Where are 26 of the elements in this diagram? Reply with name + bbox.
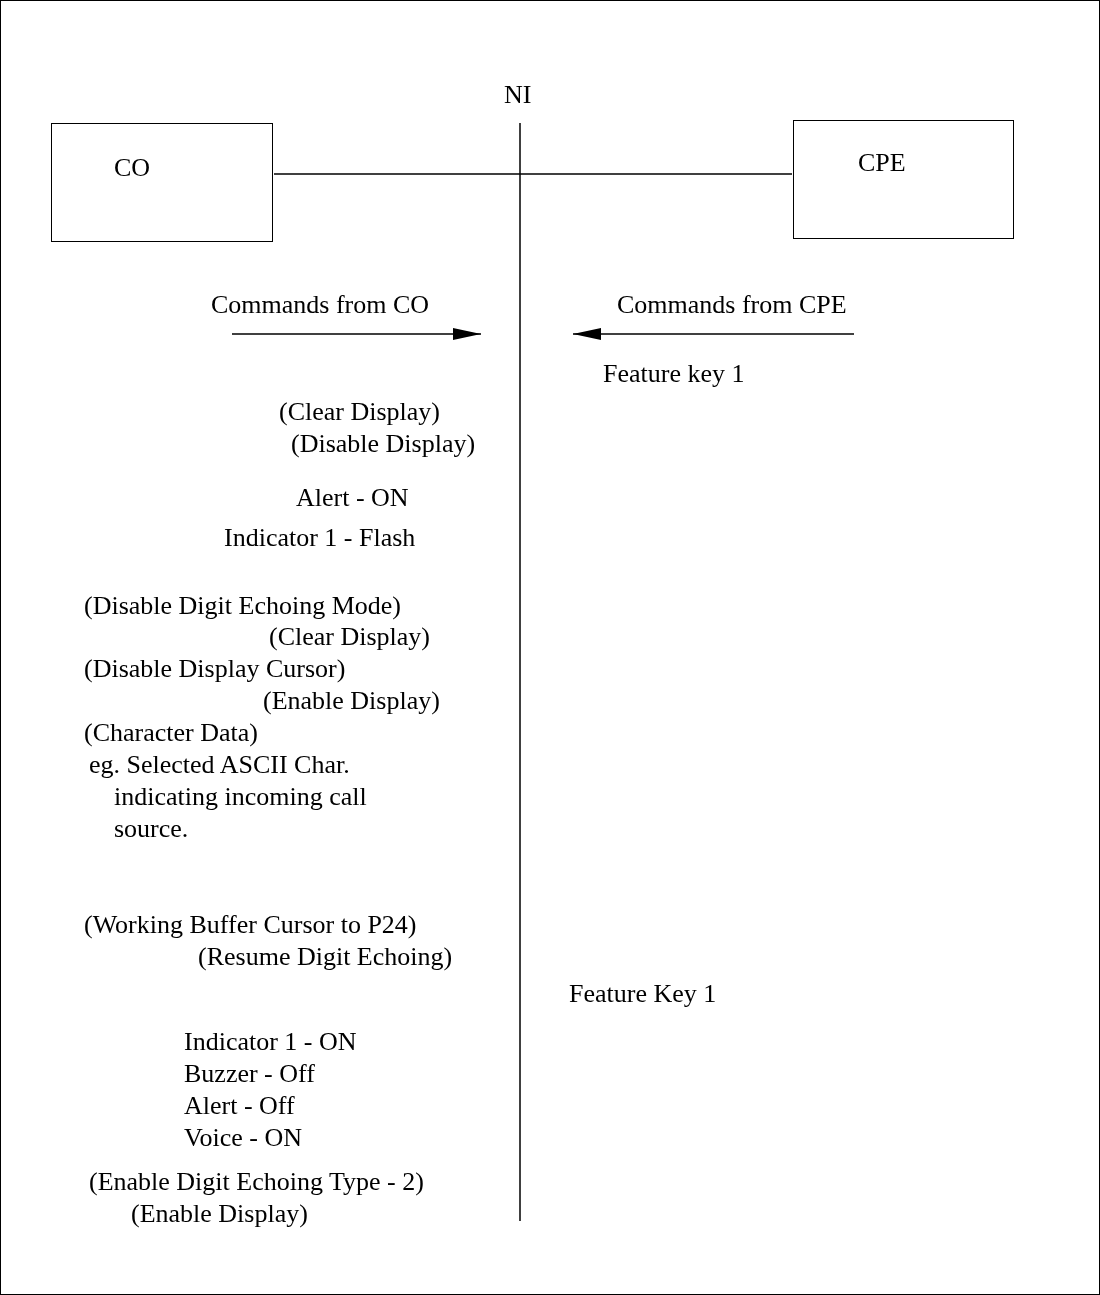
message-text: (Disable Display Cursor) (84, 653, 346, 685)
message-text: eg. Selected ASCII Char. indicating incoming call source. (89, 749, 368, 845)
message-text: Voice - ON (184, 1122, 302, 1154)
message-text: Indicator 1 - ON (184, 1026, 357, 1058)
message-text: (Clear Display) (269, 621, 430, 653)
message-text: Feature key 1 (603, 358, 745, 390)
message-text: (Enable Display) (263, 685, 440, 717)
message-text: (Character Data) (84, 717, 258, 749)
message-text: (Enable Display) (131, 1198, 308, 1230)
message-text: Alert - Off (184, 1090, 295, 1122)
process-box: CO (51, 123, 273, 242)
direction-label: Commands from CPE (617, 289, 847, 321)
message-text: (Clear Display) (279, 396, 440, 428)
message-text: Indicator 1 - Flash (224, 522, 416, 554)
connector-line (273, 173, 793, 175)
message-text: Feature Key 1 (569, 978, 717, 1010)
message-text: Buzzer - Off (184, 1058, 315, 1090)
interface-label: NI (504, 79, 532, 111)
message-text: (Working Buffer Cursor to P24) (84, 909, 417, 941)
message-text: (Disable Display) (291, 428, 476, 460)
process-box: CPE (793, 120, 1014, 239)
message-text: (Resume Digit Echoing) (198, 941, 453, 973)
message-text: (Disable Digit Echoing Mode) (84, 590, 401, 622)
direction-label: Commands from CO (211, 289, 430, 321)
message-text: (Enable Digit Echoing Type - 2) (89, 1166, 424, 1198)
message-text: Alert - ON (296, 482, 409, 514)
